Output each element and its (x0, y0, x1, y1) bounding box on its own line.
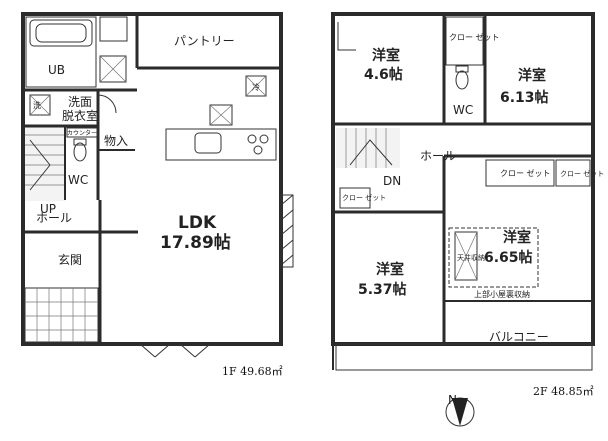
attic-label: 上部小屋裏収納 (474, 289, 530, 299)
storage-label: 物入 (104, 134, 128, 148)
room4-size: 6.65帖 (484, 249, 533, 266)
washroom: 洗 洗面 脱衣室 (29, 94, 117, 123)
room1-size: 4.6帖 (364, 66, 403, 83)
closet-right-label: クロー ゼット (560, 169, 604, 178)
wc-2f-label: WC (453, 103, 473, 117)
bathroom-ub: UB (25, 16, 97, 88)
wc-1f: カウンター WC (66, 127, 98, 187)
room3-size: 5.37帖 (358, 281, 407, 298)
floor-1-plan: UB 洗 洗面 脱衣室 カウンター (21, 12, 294, 378)
floor1-area: 1F 49.68㎡ (222, 365, 283, 378)
entrance-label: 玄関 (58, 252, 82, 267)
ldk-label: LDK (178, 213, 217, 233)
room4-name: 洋室 (503, 229, 531, 246)
up-label: UP (40, 202, 56, 216)
stair-2f: DN (336, 128, 401, 188)
compass-icon: N (445, 393, 475, 427)
counter-label: カウンター (67, 129, 97, 137)
room3-name: 洋室 (376, 261, 404, 278)
genkan-tiles (24, 287, 99, 343)
pantry-label: パントリー (174, 34, 235, 48)
kitchen (165, 104, 277, 161)
attic-storage: 天井収納 上部小屋裏収納 (448, 227, 539, 299)
balcony-label: バルコニー (489, 330, 549, 344)
washroom-label-1: 洗面 (68, 95, 92, 109)
ceiling-storage-label: 天井収納 (457, 253, 485, 262)
floor2-area: 2F 48.85㎡ (533, 385, 594, 398)
closet-left-label: クロー ゼット (342, 193, 386, 202)
room2-size: 6.13帖 (500, 89, 549, 106)
closet-mid-label: クロー ゼット (500, 168, 551, 178)
fridge-mark: 冷 (252, 82, 260, 92)
room1-name: 洋室 (372, 47, 400, 64)
washroom-label-2: 脱衣室 (62, 108, 98, 123)
wc-1f-label: WC (68, 173, 88, 187)
dn-label: DN (383, 174, 401, 188)
hall-1f-label: ホール (36, 211, 72, 225)
wash-mark: 洗 (33, 100, 41, 110)
stair-1f (25, 126, 65, 201)
compass-label: N (448, 393, 457, 407)
ub-label: UB (48, 63, 65, 77)
hall-2f-label: ホール (420, 149, 456, 163)
closet-top-label: クロー ゼット (449, 32, 500, 42)
room2-name: 洋室 (518, 67, 546, 84)
bay-window-1f (280, 194, 294, 268)
floor-2-plan: DN 洋室 4.6帖 WC クロー ゼット 洋室 6.13帖 ホール クロー ゼ… (331, 12, 604, 398)
ldk-size: 17.89帖 (160, 232, 231, 253)
